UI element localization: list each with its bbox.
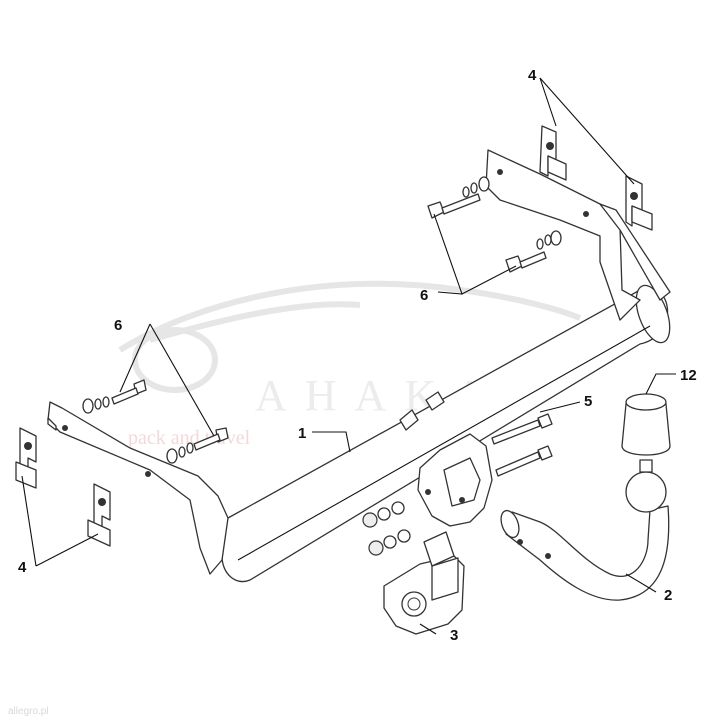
callout-6-left: 6 <box>114 317 122 334</box>
callout-4-top: 4 <box>528 67 537 84</box>
callout-5: 5 <box>584 393 592 410</box>
right-mounting-plate <box>485 149 671 321</box>
bolt-set-left-upper <box>82 379 147 414</box>
callout-4-left: 4 <box>18 559 27 576</box>
leader-lines <box>21 77 676 635</box>
long-bolts <box>491 413 553 477</box>
watermark-car-outline <box>118 280 582 393</box>
socket-plate <box>383 531 465 635</box>
callout-3: 3 <box>450 627 458 644</box>
nuts-and-washers <box>362 501 411 556</box>
bolt-set-right-upper <box>427 176 490 219</box>
clamp-top-left <box>539 125 567 181</box>
callout-1: 1 <box>298 425 306 442</box>
callout-6-right: 6 <box>420 287 428 304</box>
watermark-footer: allegro.pl <box>8 706 49 717</box>
center-tongue-bracket <box>399 391 493 527</box>
tow-ball <box>625 459 667 513</box>
callout-2: 2 <box>664 587 672 604</box>
bolt-set-left-lower <box>166 427 229 464</box>
ball-cover <box>621 393 671 456</box>
bolt-set-right-lower <box>505 230 562 273</box>
left-mounting-plate <box>47 401 229 575</box>
tow-ball-neck <box>500 505 670 601</box>
crossbar-tube <box>221 284 671 583</box>
callout-12: 12 <box>680 367 697 384</box>
clamp-left-lower <box>87 483 111 547</box>
clamp-left-upper <box>15 427 37 489</box>
clamp-top-right <box>625 175 653 231</box>
